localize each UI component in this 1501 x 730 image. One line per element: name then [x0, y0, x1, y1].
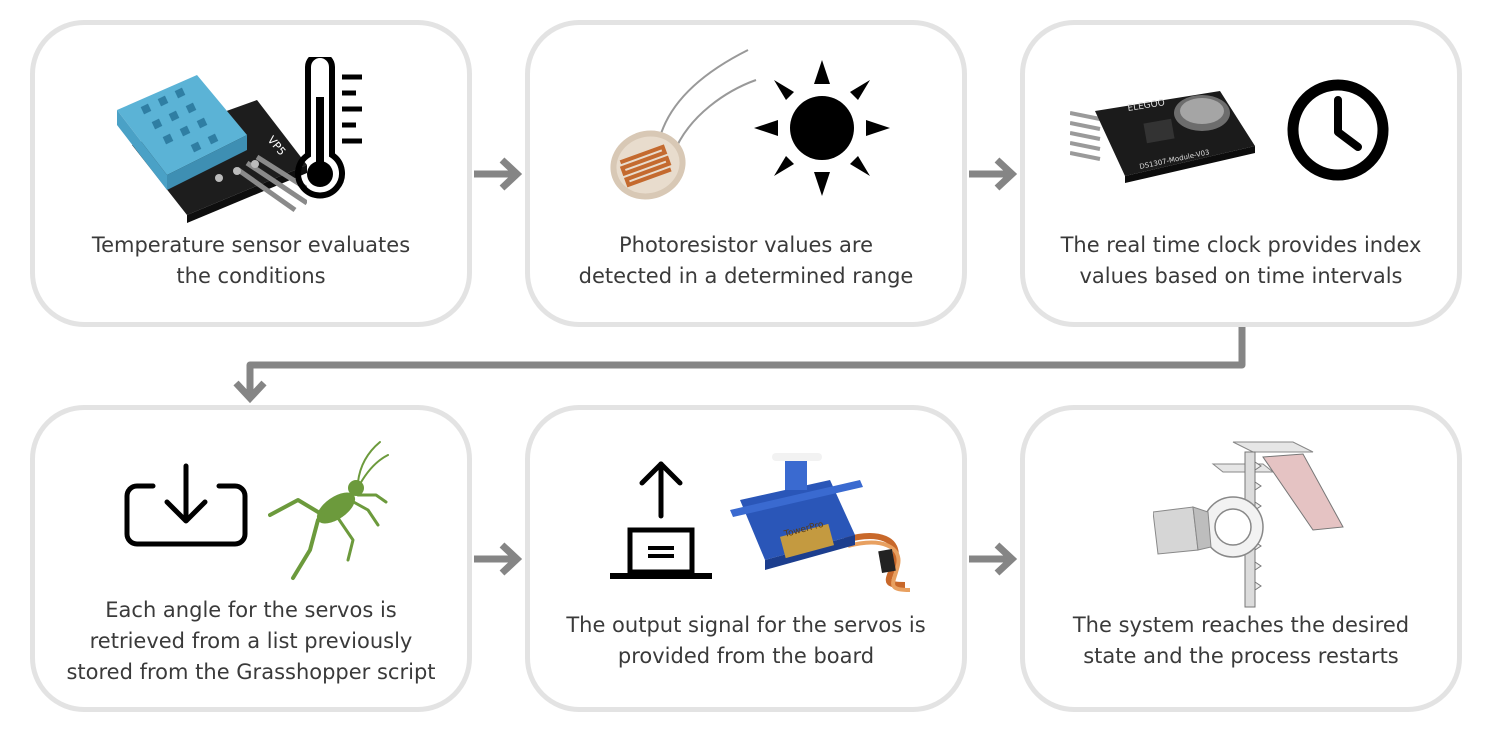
- arrow-right-icon: [474, 542, 523, 576]
- servo-image: TowerPro: [730, 453, 911, 592]
- clock-icon: [1287, 79, 1389, 181]
- dht11-sensor-image: VP5: [117, 75, 307, 223]
- arrow-right-icon: [474, 157, 523, 191]
- arrow-right-icon: [969, 542, 1018, 576]
- thermometer-icon: [295, 57, 362, 199]
- grasshopper-logo: [268, 441, 389, 580]
- step-text: Photoresistor values are detected in a d…: [578, 233, 914, 288]
- step-card-rtc: ELEGOO DS1307-Module-V03 The real time c…: [1020, 20, 1462, 327]
- step-icons: ELEGOO DS1307-Module-V03: [1025, 25, 1457, 225]
- step-card-output: TowerPro The output signal for the servo…: [525, 405, 967, 712]
- step-icons: VP5: [35, 25, 467, 225]
- step-card-temperature: VP5 Temperature sensor evaluates the con…: [30, 20, 472, 327]
- sun-icon: [754, 60, 890, 196]
- step-icons: [1025, 410, 1457, 610]
- step-card-retrieve: Each angle for the servos is retrieved f…: [30, 405, 472, 712]
- connector-arrow-icon: [233, 327, 1246, 404]
- step-text: Each angle for the servos is retrieved f…: [66, 598, 436, 684]
- upload-icon: [610, 461, 712, 579]
- download-icon: [124, 463, 248, 547]
- step-text: The real time clock provides index value…: [1060, 233, 1422, 288]
- step-icons: TowerPro: [530, 410, 962, 610]
- step-text: Temperature sensor evaluates the conditi…: [91, 233, 411, 288]
- step-card-system: The system reaches the desired state and…: [1020, 405, 1462, 712]
- mechanism-drawing: [1153, 441, 1344, 608]
- step-card-photoresistor: Photoresistor values are detected in a d…: [525, 20, 967, 327]
- step-text: The output signal for the servos is prov…: [566, 613, 926, 668]
- rtc-module-image: ELEGOO DS1307-Module-V03: [1070, 91, 1255, 183]
- photoresistor-image: [610, 49, 757, 200]
- step-icons: [530, 25, 962, 225]
- arrow-right-icon: [969, 157, 1018, 191]
- step-text: The system reaches the desired state and…: [1072, 613, 1410, 668]
- step-icons: [35, 410, 467, 610]
